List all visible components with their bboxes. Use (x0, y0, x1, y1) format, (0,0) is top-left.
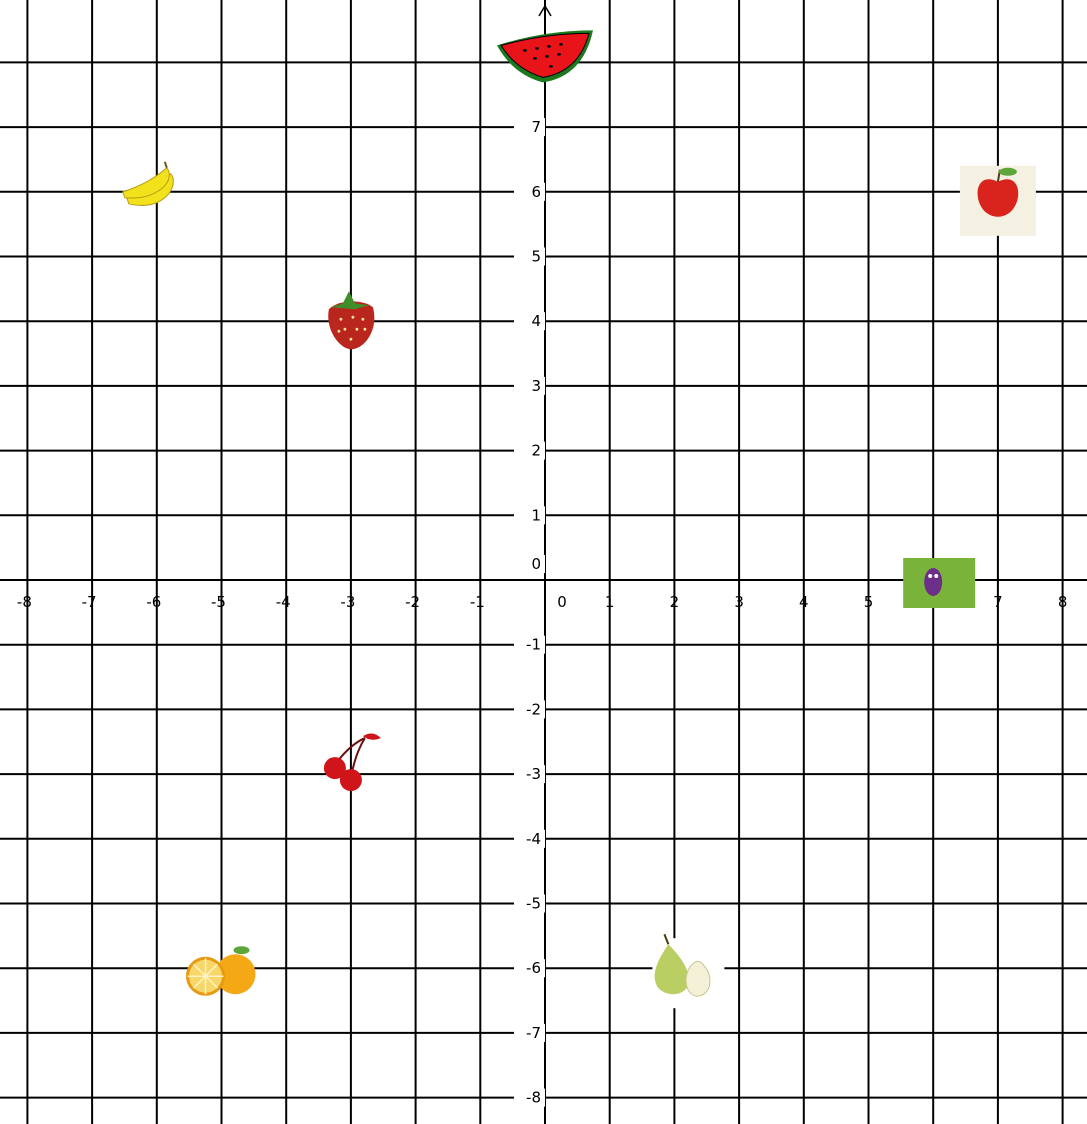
x-tick-label: 7 (993, 593, 1003, 611)
watermelon-icon (497, 30, 593, 82)
y-tick-label: 7 (531, 118, 541, 136)
x-tick-label: 0 (557, 593, 567, 611)
watermelon-seed (533, 57, 537, 60)
monster-body (924, 568, 942, 596)
strawberry-seed (340, 318, 343, 321)
x-tick-label: -4 (276, 593, 291, 611)
orange-leaf (234, 946, 250, 954)
y-tick-label: -2 (526, 700, 541, 718)
strawberry-icon (328, 291, 374, 349)
fruit-points (123, 30, 1036, 1008)
x-tick-label: -5 (211, 593, 226, 611)
watermelon-seed (547, 45, 551, 48)
monster-eye (928, 574, 932, 578)
y-tick-label: 5 (531, 248, 541, 266)
strawberry-seed (364, 328, 367, 331)
x-tick-label: -3 (340, 593, 355, 611)
y-tick-label: -1 (526, 636, 541, 654)
x-tick-label: -8 (17, 593, 32, 611)
y-tick-label: 2 (531, 442, 541, 460)
strawberry-seed (350, 338, 353, 341)
strawberry-seed (344, 328, 347, 331)
monster-eye (934, 574, 938, 578)
strawberry-seed (352, 316, 355, 319)
watermelon-seed (545, 55, 549, 58)
x-tick-label: -2 (405, 593, 420, 611)
watermelon-seed (523, 49, 527, 52)
x-tick-label: 1 (605, 593, 615, 611)
watermelon-seed (535, 47, 539, 50)
apple-icon (960, 166, 1036, 236)
x-tick-label: 5 (864, 593, 874, 611)
y-tick-label: -7 (526, 1024, 541, 1042)
cherry-fruit (340, 769, 362, 791)
strawberry-seed (362, 318, 365, 321)
watermelon-seed (549, 65, 553, 68)
y-tick-label: -3 (526, 765, 541, 783)
y-tick-label: -5 (526, 895, 541, 913)
watermelon-flesh (501, 33, 589, 77)
y-tick-label: 4 (531, 312, 541, 330)
x-tick-label: -6 (146, 593, 161, 611)
y-tick-label: 0 (531, 555, 541, 573)
y-tick-label: 1 (531, 506, 541, 524)
y-tick-label: 3 (531, 377, 541, 395)
y-tick-label: -6 (526, 959, 541, 977)
apple-leaf (999, 168, 1017, 176)
strawberry-seed (338, 330, 341, 333)
x-tick-label: 3 (734, 593, 744, 611)
y-tick-label: -4 (526, 830, 541, 848)
watermelon-seed (559, 43, 563, 46)
strawberry-leaves (331, 291, 369, 309)
y-tick-label: -8 (526, 1089, 541, 1107)
watermelon-seed (557, 53, 561, 56)
x-tick-label: -7 (82, 593, 97, 611)
cherry-icon (324, 734, 381, 792)
x-tick-label: -1 (470, 593, 485, 611)
x-tick-label: 8 (1058, 593, 1068, 611)
strawberry-seed (356, 328, 359, 331)
banana-stem (165, 162, 167, 168)
banana-icon (123, 162, 174, 206)
tick-labels: -8 -7 -6 -5 -4 -3 -2 -1 0 1 2 3 4 5 7 8 7 6 5 4 3 2 1 0 -1 -2 -3 -4… (17, 118, 1067, 1107)
y-tick-label: 6 (531, 183, 541, 201)
pear-icon (652, 934, 724, 1008)
monster-icon (903, 558, 975, 608)
x-tick-label: 4 (799, 593, 809, 611)
x-tick-label: 2 (670, 593, 680, 611)
